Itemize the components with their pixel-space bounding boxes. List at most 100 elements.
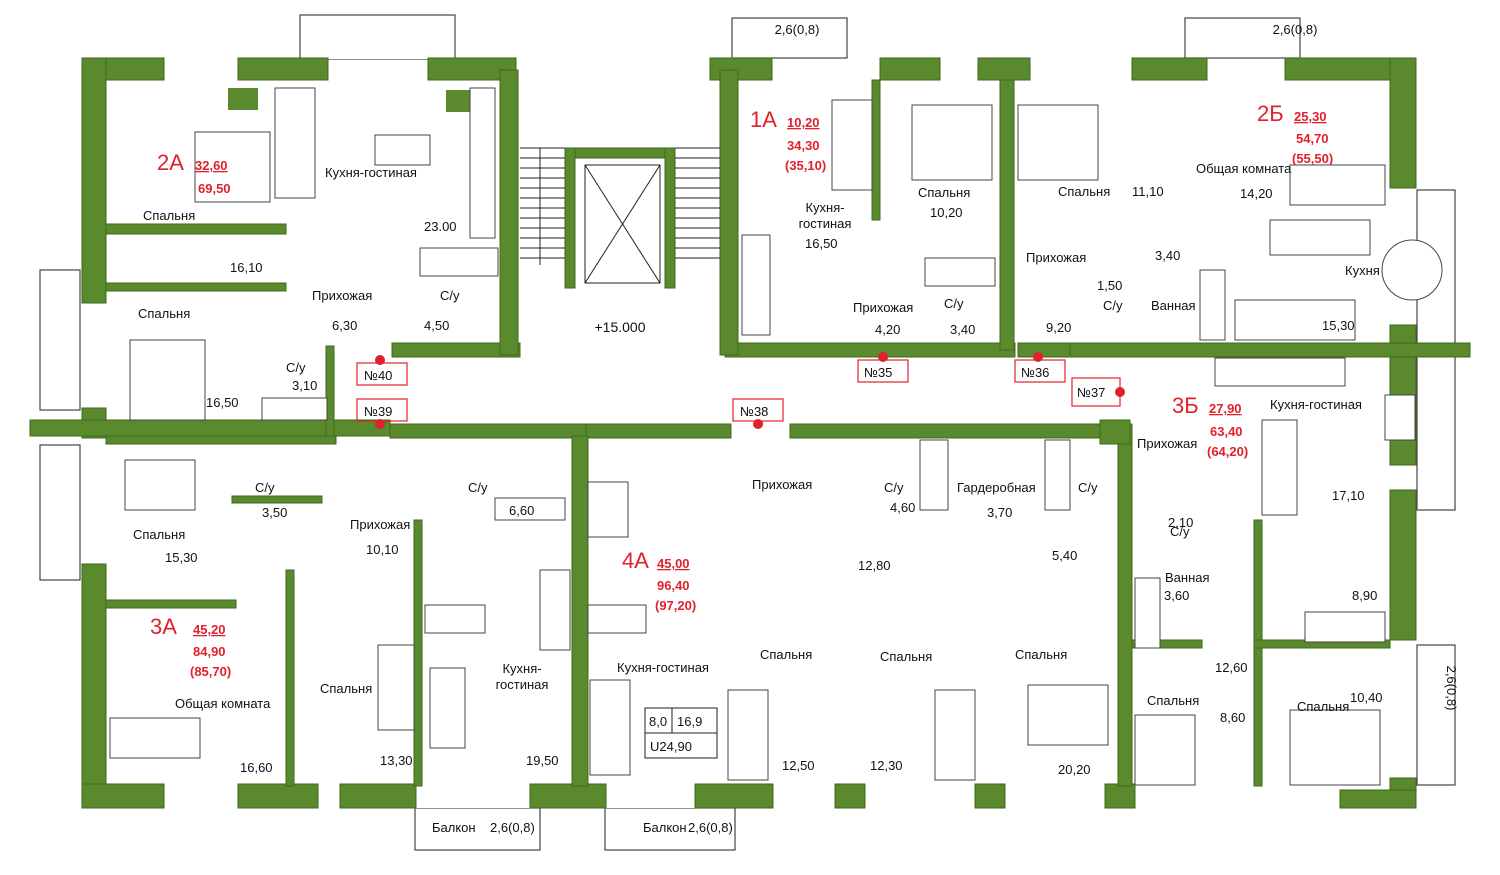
room-name: гостиная [799, 216, 852, 231]
room-area: 3,40 [950, 322, 975, 337]
apartment-code: 4А [622, 548, 649, 573]
room-area: 3,60 [1164, 588, 1189, 603]
room-name: С/у [1078, 480, 1098, 495]
room-name: Спальня [138, 306, 190, 321]
apartment-living-area: 45,20 [193, 622, 226, 637]
door-number-36: №36 [1021, 365, 1049, 380]
dining-table [424, 604, 486, 634]
dining-table [587, 604, 647, 634]
room-area: 17,10 [1332, 488, 1365, 503]
room-area: 3,40 [1155, 248, 1180, 263]
room-area: 12,80 [858, 558, 891, 573]
room-area: 1,50 [1097, 278, 1122, 293]
room-name: Спальня [143, 208, 195, 223]
room-area: 4,20 [875, 322, 900, 337]
bed [194, 131, 271, 203]
room-area: 8,60 [1220, 710, 1245, 725]
apartment-total-area: 54,70 [1296, 131, 1329, 146]
apartment-living-area: 10,20 [787, 115, 820, 130]
apartment-code: 3А [150, 614, 177, 639]
table-4a-cell: 8,0 [649, 714, 667, 729]
kitchen-counter [1214, 357, 1346, 387]
bathtub [494, 497, 566, 521]
bathtub [261, 397, 328, 421]
room-name: Прихожая [312, 288, 372, 303]
door-number-39: №39 [364, 404, 392, 419]
kitchen-counter [539, 569, 571, 651]
sofa [429, 667, 466, 749]
room-name: Спальня [1015, 647, 1067, 662]
walls [29, 57, 1471, 809]
apartment-total-area-b: (55,50) [1292, 151, 1333, 166]
bathtub [419, 247, 499, 277]
apartment-living-area: 32,60 [195, 158, 228, 173]
room-name: Спальня [760, 647, 812, 662]
kitchen-counter [469, 87, 496, 239]
room-name: Кухня-гостиная [617, 660, 709, 675]
bed [129, 339, 206, 421]
balcony-dim: 2,6(0,8) [688, 820, 733, 835]
room-area: 11,10 [1132, 184, 1164, 199]
room-name: Общая комната [175, 696, 271, 711]
dining-table [374, 134, 431, 166]
room-name: Прихожая [1137, 436, 1197, 451]
room-name: гостиная [496, 677, 549, 692]
apartment-total-area: 63,40 [1210, 424, 1243, 439]
table-4a [644, 707, 718, 759]
room-area: 3,10 [292, 378, 317, 393]
bathtub [919, 439, 949, 511]
room-area: 15,30 [165, 550, 198, 565]
room-area: 2,10 [1168, 515, 1193, 530]
room-name: Спальня [133, 527, 185, 542]
balcony-label: Балкон [432, 820, 476, 835]
apartment-total-area: 96,40 [657, 578, 690, 593]
table-4a-cell: 16,9 [677, 714, 702, 729]
room-name: Спальня [880, 649, 932, 664]
room-area: 12,50 [782, 758, 815, 773]
apartment-total-area: 84,90 [193, 644, 226, 659]
room-name: Гардеробная [957, 480, 1036, 495]
door-number-35: №35 [864, 365, 892, 380]
room-name: С/у [440, 288, 460, 303]
sofa [109, 717, 201, 759]
apartment-living-area: 27,90 [1209, 401, 1242, 416]
bathtub [1134, 577, 1161, 649]
balcony-dim: 2,6(0,8) [775, 22, 820, 37]
sofa [589, 679, 631, 776]
room-name: Прихожая [350, 517, 410, 532]
room-area: 3,50 [262, 505, 287, 520]
room-area: 6,30 [332, 318, 357, 333]
room-name: Ванная [1165, 570, 1210, 585]
door-number-38: №38 [740, 404, 768, 419]
apartment-total-area-b: (85,70) [190, 664, 231, 679]
bathtub [1199, 269, 1226, 341]
room-name: Прихожая [853, 300, 913, 315]
room-area: 4,50 [424, 318, 449, 333]
room-area: 8,90 [1352, 588, 1377, 603]
balcony-dim: 2,6(0,8) [1273, 22, 1318, 37]
room-area: 19,50 [526, 753, 559, 768]
apartment-living-area: 45,00 [657, 556, 690, 571]
room-name: Спальня [1058, 184, 1110, 199]
bathtub [1044, 439, 1071, 511]
room-area: 16,50 [206, 395, 239, 410]
sofa [831, 99, 873, 191]
room-name: Кухня [1345, 263, 1380, 278]
room-area: 12,60 [1215, 660, 1248, 675]
apartment-total-area-b: (35,10) [785, 158, 826, 173]
apartment-code: 1А [750, 107, 777, 132]
apartment-total-area: 69,50 [198, 181, 231, 196]
room-area: 20,20 [1058, 762, 1091, 777]
bathtub [924, 257, 996, 287]
balcony-dim: 2,6(0,8) [1444, 666, 1459, 711]
room-name: Спальня [1297, 699, 1349, 714]
balcony-dim: 2,6(0,8) [490, 820, 535, 835]
room-area: 10,10 [366, 542, 399, 557]
room-name: Спальня [1147, 693, 1199, 708]
room-name: Кухня- [502, 661, 541, 676]
room-area: 6,60 [509, 503, 534, 518]
bed [727, 689, 769, 781]
round-table [1381, 239, 1443, 301]
room-name: С/у [286, 360, 306, 375]
